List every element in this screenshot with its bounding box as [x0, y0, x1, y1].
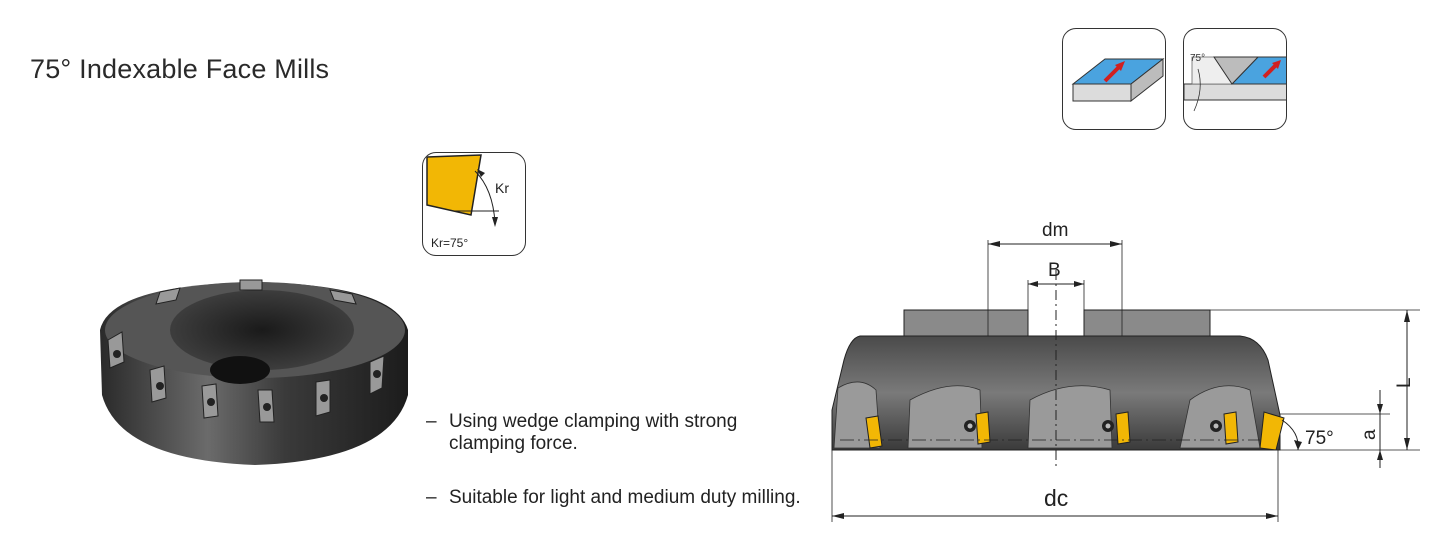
bullet-dash: – [426, 487, 437, 508]
dim-b-label: B [1048, 260, 1061, 281]
face-milling-icon [1062, 28, 1166, 130]
dim-angle-label: 75° [1305, 428, 1334, 449]
face-mill-photo [90, 270, 420, 480]
shoulder-milling-75-icon: 75° [1183, 28, 1287, 130]
feature-text: Suitable for light and medium duty milli… [449, 487, 801, 508]
angle-75-label: 75° [1190, 53, 1205, 64]
dimension-drawing: dm B L a 75° dc [820, 210, 1420, 540]
dim-l-label: L [1394, 377, 1415, 388]
feature-item: – Suitable for light and medium duty mil… [426, 487, 846, 509]
feature-text: Using wedge clamping with strong clampin… [449, 411, 738, 454]
feature-item: – Using wedge clamping with strong clamp… [426, 411, 806, 455]
dim-a-label: a [1359, 429, 1380, 440]
page-title: 75° Indexable Face Mills [30, 54, 330, 84]
dim-dc-label: dc [1044, 485, 1068, 511]
kr-angle-diagram: Kr Kr=75° [422, 152, 526, 256]
bullet-dash: – [426, 411, 437, 432]
dim-dm-label: dm [1042, 220, 1068, 241]
kr-label: Kr [495, 180, 509, 196]
kr-value-label: Kr=75° [431, 236, 468, 250]
insert-shape [426, 154, 482, 216]
